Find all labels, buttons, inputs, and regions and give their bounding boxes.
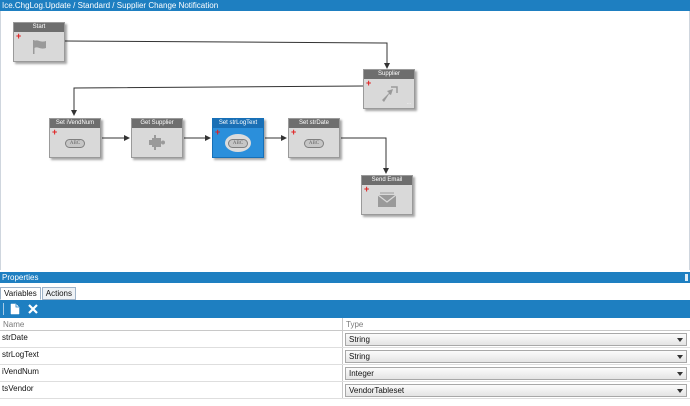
expand-plus-icon[interactable]: + (291, 127, 297, 137)
chevron-down-icon (677, 372, 683, 376)
panel-grip-icon[interactable] (685, 274, 688, 281)
chevron-down-icon (677, 338, 683, 342)
abc-icon: ABC (65, 138, 85, 148)
properties-panel-header: Properties (0, 272, 690, 283)
variable-type-select[interactable]: Integer (345, 367, 687, 380)
variables-toolbar (0, 300, 690, 318)
node-label: Set iVendNum (50, 119, 100, 128)
select-value: String (349, 335, 370, 344)
connector-setstrdate-sendemail (341, 137, 389, 174)
new-variable-button[interactable] (8, 302, 22, 316)
node-label: Get Supplier (132, 119, 182, 128)
node-label: Set strDate (289, 119, 339, 128)
chevron-down-icon (677, 355, 683, 359)
delete-variable-button[interactable] (26, 302, 40, 316)
select-value: Integer (349, 369, 374, 378)
table-row[interactable]: tsVendor VendorTableset (0, 382, 690, 399)
variable-name-cell[interactable]: strDate (0, 331, 343, 347)
connector-icon (382, 86, 398, 102)
expand-plus-icon[interactable]: + (215, 127, 221, 137)
select-value: String (349, 352, 370, 361)
expand-plus-icon[interactable]: + (16, 31, 22, 41)
variable-type-select[interactable]: String (345, 333, 687, 346)
select-value: VendorTableset (349, 386, 405, 395)
column-header-name[interactable]: Name (0, 318, 343, 330)
variable-type-select[interactable]: String (345, 350, 687, 363)
expand-plus-icon[interactable]: + (366, 78, 372, 88)
workflow-node-start[interactable]: Start + (13, 22, 65, 62)
toolbar-separator (3, 303, 4, 315)
method-icon (149, 135, 165, 150)
variable-name-cell[interactable]: iVendNum (0, 365, 343, 381)
node-label: Send Email (362, 176, 412, 185)
table-row[interactable]: strDate String (0, 331, 690, 348)
flag-icon (33, 40, 46, 54)
abc-icon-container: ABC (225, 134, 251, 152)
tab-actions[interactable]: Actions (41, 287, 76, 300)
chevron-down-icon (677, 389, 683, 393)
expand-plus-icon[interactable]: + (52, 127, 58, 137)
grid-header: Name Type (0, 318, 690, 331)
connector-start-supplier (64, 40, 390, 69)
table-row[interactable]: strLogText String (0, 348, 690, 365)
variables-grid: Name Type strDate String strLogText Stri… (0, 318, 690, 406)
node-label: Start (14, 23, 64, 32)
workflow-connectors (64, 40, 390, 174)
node-label: Supplier (364, 70, 414, 79)
abc-icon: ABC (228, 138, 248, 148)
variable-name-cell[interactable]: tsVendor (0, 382, 343, 398)
workflow-canvas[interactable]: Start + Supplier + ... Set iVendNum + AB… (0, 11, 690, 270)
workflow-node-set-strdate[interactable]: Set strDate + ABC (288, 118, 340, 158)
variable-type-select[interactable]: VendorTableset (345, 384, 687, 397)
abc-icon: ABC (304, 138, 324, 148)
properties-title: Properties (2, 273, 39, 282)
delete-x-icon (28, 304, 38, 314)
workflow-node-supplier[interactable]: Supplier + ... (363, 69, 415, 109)
workflow-node-set-strlogtext[interactable]: Set strLogText + ABC (212, 118, 264, 158)
node-label: Set strLogText (213, 119, 263, 128)
variable-name-cell[interactable]: strLogText (0, 348, 343, 364)
column-header-type[interactable]: Type (346, 320, 364, 329)
table-row[interactable]: iVendNum Integer (0, 365, 690, 382)
workflow-node-send-email[interactable]: Send Email + (361, 175, 413, 215)
properties-tabs: Variables Actions (0, 287, 77, 300)
envelope-icon (377, 192, 397, 207)
workflow-node-set-ivendnum[interactable]: Set iVendNum + ABC (49, 118, 101, 158)
tab-variables[interactable]: Variables (0, 287, 41, 300)
expand-plus-icon[interactable]: + (364, 184, 370, 194)
workflow-node-get-supplier[interactable]: Get Supplier (131, 118, 183, 158)
connector-supplier-setivendnum (71, 85, 364, 116)
new-document-icon (10, 303, 20, 315)
node-badge: ... (406, 100, 411, 106)
window-title: Ice.ChgLog.Update / Standard / Supplier … (0, 0, 690, 11)
